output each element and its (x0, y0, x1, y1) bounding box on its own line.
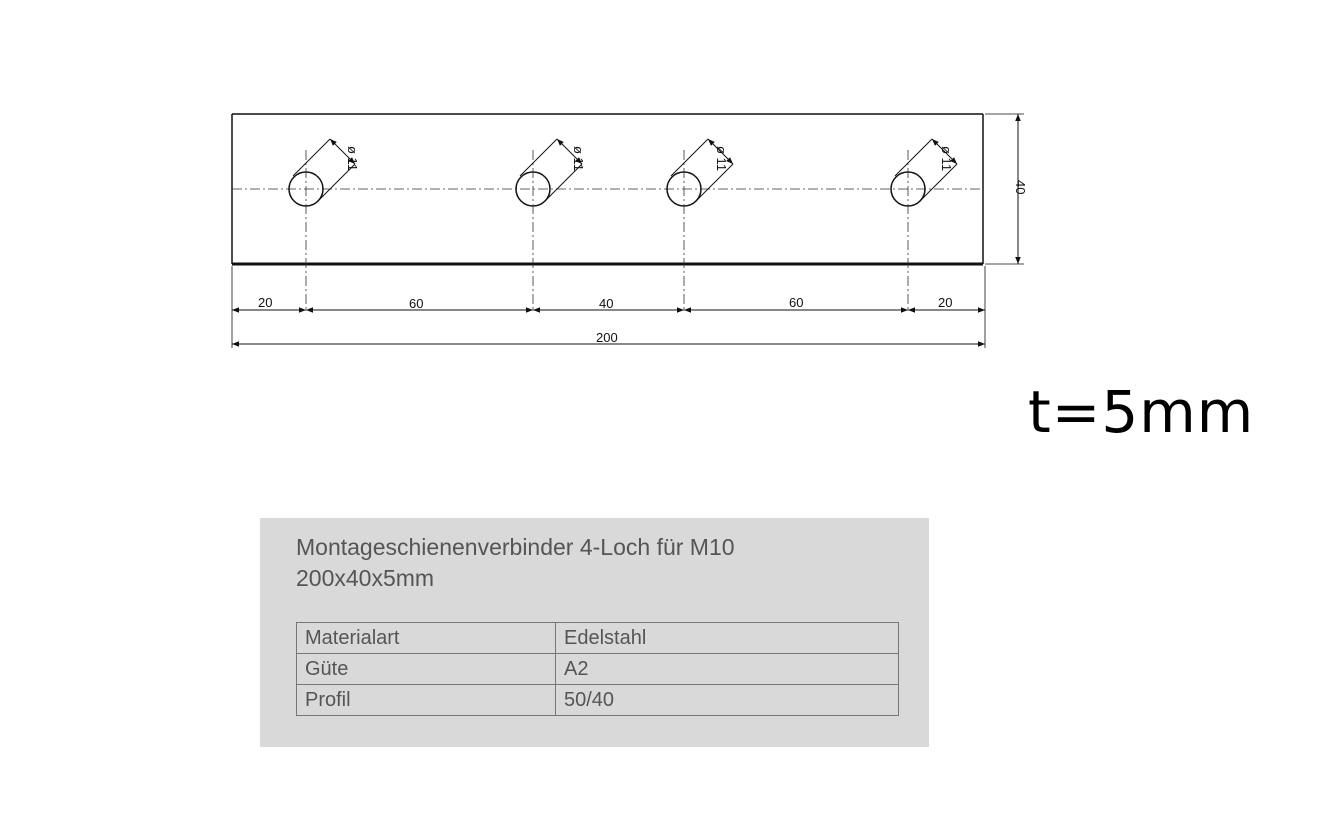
spec-value: A2 (555, 653, 899, 685)
table-row: Güte A2 (296, 653, 899, 685)
total-length-label: 200 (596, 330, 618, 345)
total-length-dimension: 200 (232, 330, 985, 347)
spec-value: 50/40 (555, 684, 899, 716)
spacing-label-1: 20 (258, 295, 272, 310)
hole-2: ø 11 (515, 138, 586, 310)
height-dimension: 40 (985, 113, 1028, 265)
hole-3-diameter-label: ø 11 (714, 146, 729, 171)
plate-outline (231, 113, 984, 266)
hole-4: ø 11 (890, 138, 958, 310)
spacing-label-4: 60 (789, 295, 803, 310)
product-title: Montageschienenverbinder 4-Loch für M10 … (296, 532, 896, 594)
hole-3: ø 11 (666, 138, 734, 310)
table-row: Materialart Edelstahl (296, 622, 899, 654)
spacing-dimensions: 20 60 40 60 20 (231, 266, 986, 348)
spacing-label-3: 40 (599, 296, 613, 311)
hole-1-diameter-label: ø 11 (345, 146, 360, 171)
spec-key: Profil (296, 684, 556, 716)
table-row: Profil 50/40 (296, 684, 899, 716)
product-title-line-1: Montageschienenverbinder 4-Loch für M10 (296, 534, 735, 560)
product-title-line-2: 200x40x5mm (296, 565, 435, 591)
spacing-label-5: 20 (938, 295, 952, 310)
thickness-label: t=5mm (1028, 378, 1255, 446)
product-info-box: Montageschienenverbinder 4-Loch für M10 … (260, 518, 929, 747)
hole-4-diameter-label: ø 11 (939, 146, 954, 171)
hole-2-diameter-label: ø 11 (571, 146, 586, 171)
spec-value: Edelstahl (555, 622, 899, 654)
spec-table: Materialart Edelstahl Güte A2 Profil 50/… (296, 622, 899, 716)
height-label: 40 (1013, 180, 1028, 194)
spec-key: Güte (296, 653, 556, 685)
spec-key: Materialart (296, 622, 556, 654)
spacing-label-2: 60 (409, 296, 423, 311)
technical-drawing: ø 11 ø 11 ø 11 ø 11 40 (231, 113, 1028, 348)
hole-1: ø 11 (288, 138, 360, 310)
